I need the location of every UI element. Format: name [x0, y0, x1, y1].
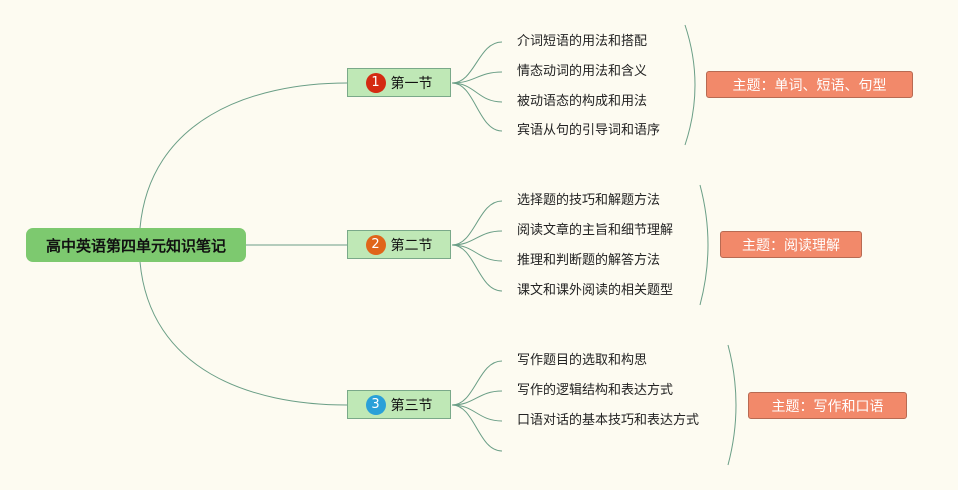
section-label: 第三节 — [390, 397, 433, 414]
leaf-item[interactable]: 阅读文章的主旨和细节理解 — [517, 223, 674, 238]
leaf-item[interactable]: 推理和判断题的解答方法 — [517, 253, 661, 268]
leaf-connector — [451, 41, 503, 84]
leaf-item[interactable]: 写作题目的选取和构思 — [517, 353, 648, 368]
section-label: 第一节 — [390, 75, 433, 92]
leaf-item[interactable]: 被动语态的构成和用法 — [517, 94, 648, 109]
leaf-connector — [451, 244, 503, 292]
number-3-icon: 3 — [365, 394, 386, 415]
section-label: 第二节 — [390, 237, 433, 254]
leaf-connector — [451, 71, 503, 84]
theme-summary-3[interactable]: 主题：写作和口语 — [748, 392, 907, 419]
leaf-item[interactable]: 口语对话的基本技巧和表达方式 — [517, 413, 700, 428]
leaf-item[interactable]: 情态动词的用法和含义 — [517, 64, 648, 79]
leaf-connector — [451, 200, 503, 246]
section-2-node[interactable]: 2 第二节 — [347, 230, 451, 259]
leaf-connector — [451, 82, 503, 132]
leaf-item[interactable]: 选择题的技巧和解题方法 — [517, 193, 661, 208]
leaf-connector — [451, 404, 503, 452]
theme-summary-2[interactable]: 主题：阅读理解 — [720, 231, 862, 258]
leaf-connector — [451, 82, 503, 103]
theme-summary-1[interactable]: 主题：单词、短语、句型 — [706, 71, 913, 98]
section-3-node[interactable]: 3 第三节 — [347, 390, 451, 419]
number-2-icon: 2 — [365, 234, 386, 255]
number-1-icon: 1 — [365, 72, 386, 93]
leaf-connector — [451, 390, 503, 406]
leaf-item[interactable]: 介词短语的用法和搭配 — [517, 34, 648, 49]
leaf-item[interactable]: 写作的逻辑结构和表达方式 — [517, 383, 674, 398]
leaf-item[interactable]: 宾语从句的引导词和语序 — [517, 123, 661, 138]
root-topic[interactable]: 高中英语第四单元知识笔记 — [26, 228, 246, 262]
leaf-connector — [451, 230, 503, 246]
section-1-node[interactable]: 1 第一节 — [347, 68, 451, 97]
leaf-connector — [451, 360, 503, 406]
leaf-item[interactable]: 课文和课外阅读的相关题型 — [517, 283, 674, 298]
